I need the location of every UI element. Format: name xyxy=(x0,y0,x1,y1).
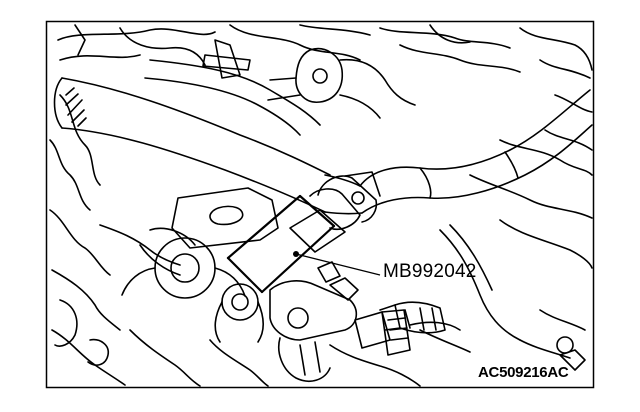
figure-frame xyxy=(45,20,595,389)
coolant-hose xyxy=(53,77,593,215)
special-tool-label: MB992042 xyxy=(383,261,477,282)
hose-clamp xyxy=(317,171,381,223)
mount-bracket xyxy=(149,187,279,249)
upper-pipes xyxy=(144,39,416,136)
figure-code: AC509216AC xyxy=(478,364,569,381)
background-engine-parts xyxy=(49,24,593,387)
special-tool xyxy=(226,188,361,294)
round-housings xyxy=(121,237,265,343)
callout-leader xyxy=(293,251,381,276)
lower-assembly xyxy=(269,261,461,382)
